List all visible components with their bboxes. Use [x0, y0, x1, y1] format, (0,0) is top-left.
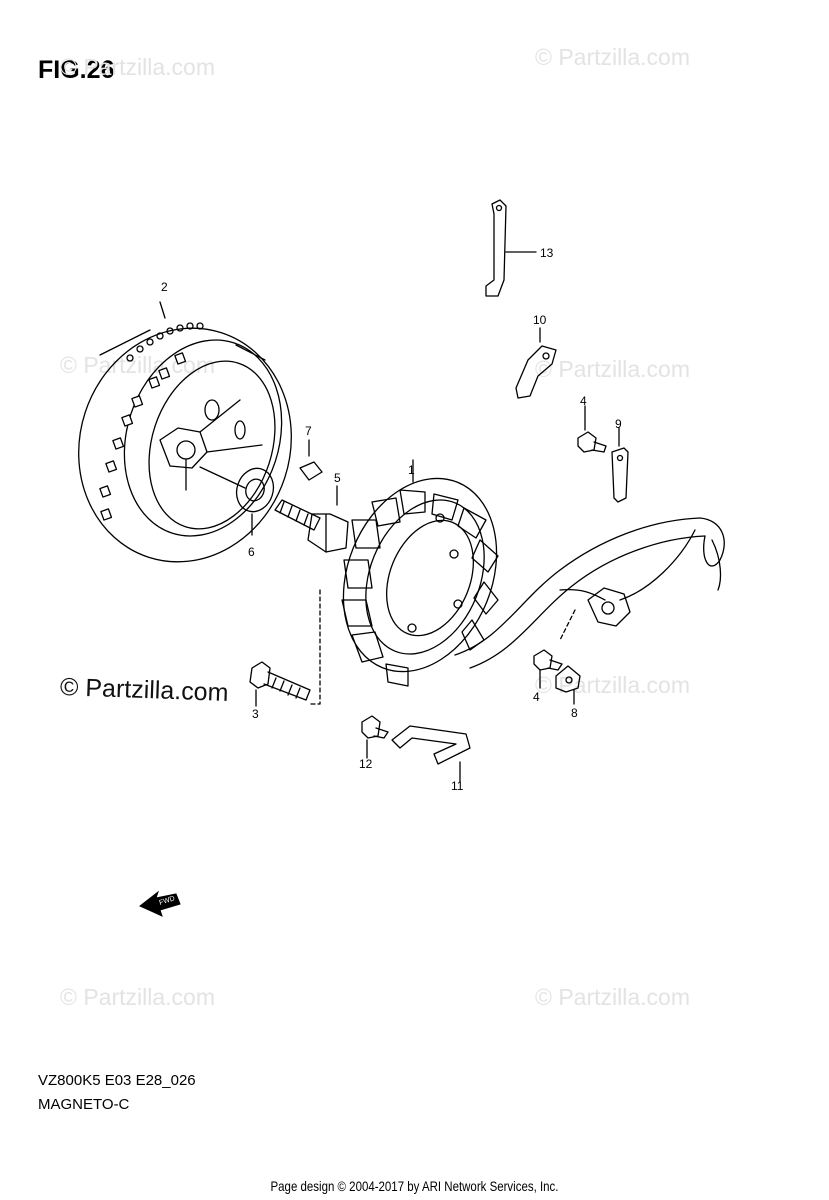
watermark: © Partzilla.com	[60, 984, 215, 1010]
wire-clamp-10-part	[515, 327, 557, 399]
figure-subtitle: MAGNETO-C	[38, 1096, 130, 1113]
callout-12: 12	[359, 757, 373, 771]
screw-4-lower-part	[533, 649, 563, 689]
callout-8: 8	[571, 706, 578, 720]
bracket-11-part	[391, 725, 471, 783]
watermark: © Partzilla.com	[535, 356, 690, 382]
watermark: © Partzilla.com	[535, 44, 690, 70]
flywheel-rotor-part	[78, 322, 292, 563]
callout-4-upper: 4	[580, 394, 587, 408]
callout-9: 9	[615, 417, 622, 431]
callout-6: 6	[248, 545, 255, 559]
callout-1: 1	[408, 463, 415, 477]
watermark: © Partzilla.com	[535, 672, 690, 698]
watermark: © Partzilla.com	[60, 54, 215, 80]
bolt-12-part	[361, 715, 389, 759]
footer-copyright: Page design © 2004-2017 by ARI Network S…	[270, 1178, 559, 1194]
wire-clamp-8-part	[555, 665, 581, 705]
key-part	[299, 439, 323, 481]
callout-5: 5	[334, 471, 341, 485]
figure-code: VZ800K5 E03 E28_026	[38, 1072, 196, 1089]
leader-line	[159, 301, 166, 319]
fig-title: FIG.26	[38, 56, 115, 84]
fwd-label: FWD	[158, 895, 175, 907]
callout-numbers: 1 2 3 4 4 5 6 7 8 9 10 11 12 13	[161, 246, 622, 793]
callout-2: 2	[161, 280, 168, 294]
stator-bolt-part	[249, 661, 311, 707]
callout-11: 11	[451, 779, 464, 793]
forward-arrow-icon: FWD	[139, 890, 181, 917]
callout-3: 3	[252, 707, 259, 721]
callout-10: 10	[533, 313, 547, 327]
wire-harness	[454, 517, 725, 669]
stator-part	[310, 459, 499, 705]
watermark: © Partzilla.com	[60, 352, 215, 378]
callout-13: 13	[540, 246, 554, 260]
screw-4-upper-part	[577, 405, 607, 453]
callout-4-lower: 4	[533, 690, 540, 704]
retainer-plate-9-part	[611, 427, 629, 503]
wire-clamp-part	[485, 199, 537, 297]
callout-7: 7	[305, 424, 312, 438]
rotor-bolt-part	[274, 485, 349, 553]
washer-part	[199, 466, 275, 536]
watermark: © Partzilla.com	[535, 984, 690, 1010]
